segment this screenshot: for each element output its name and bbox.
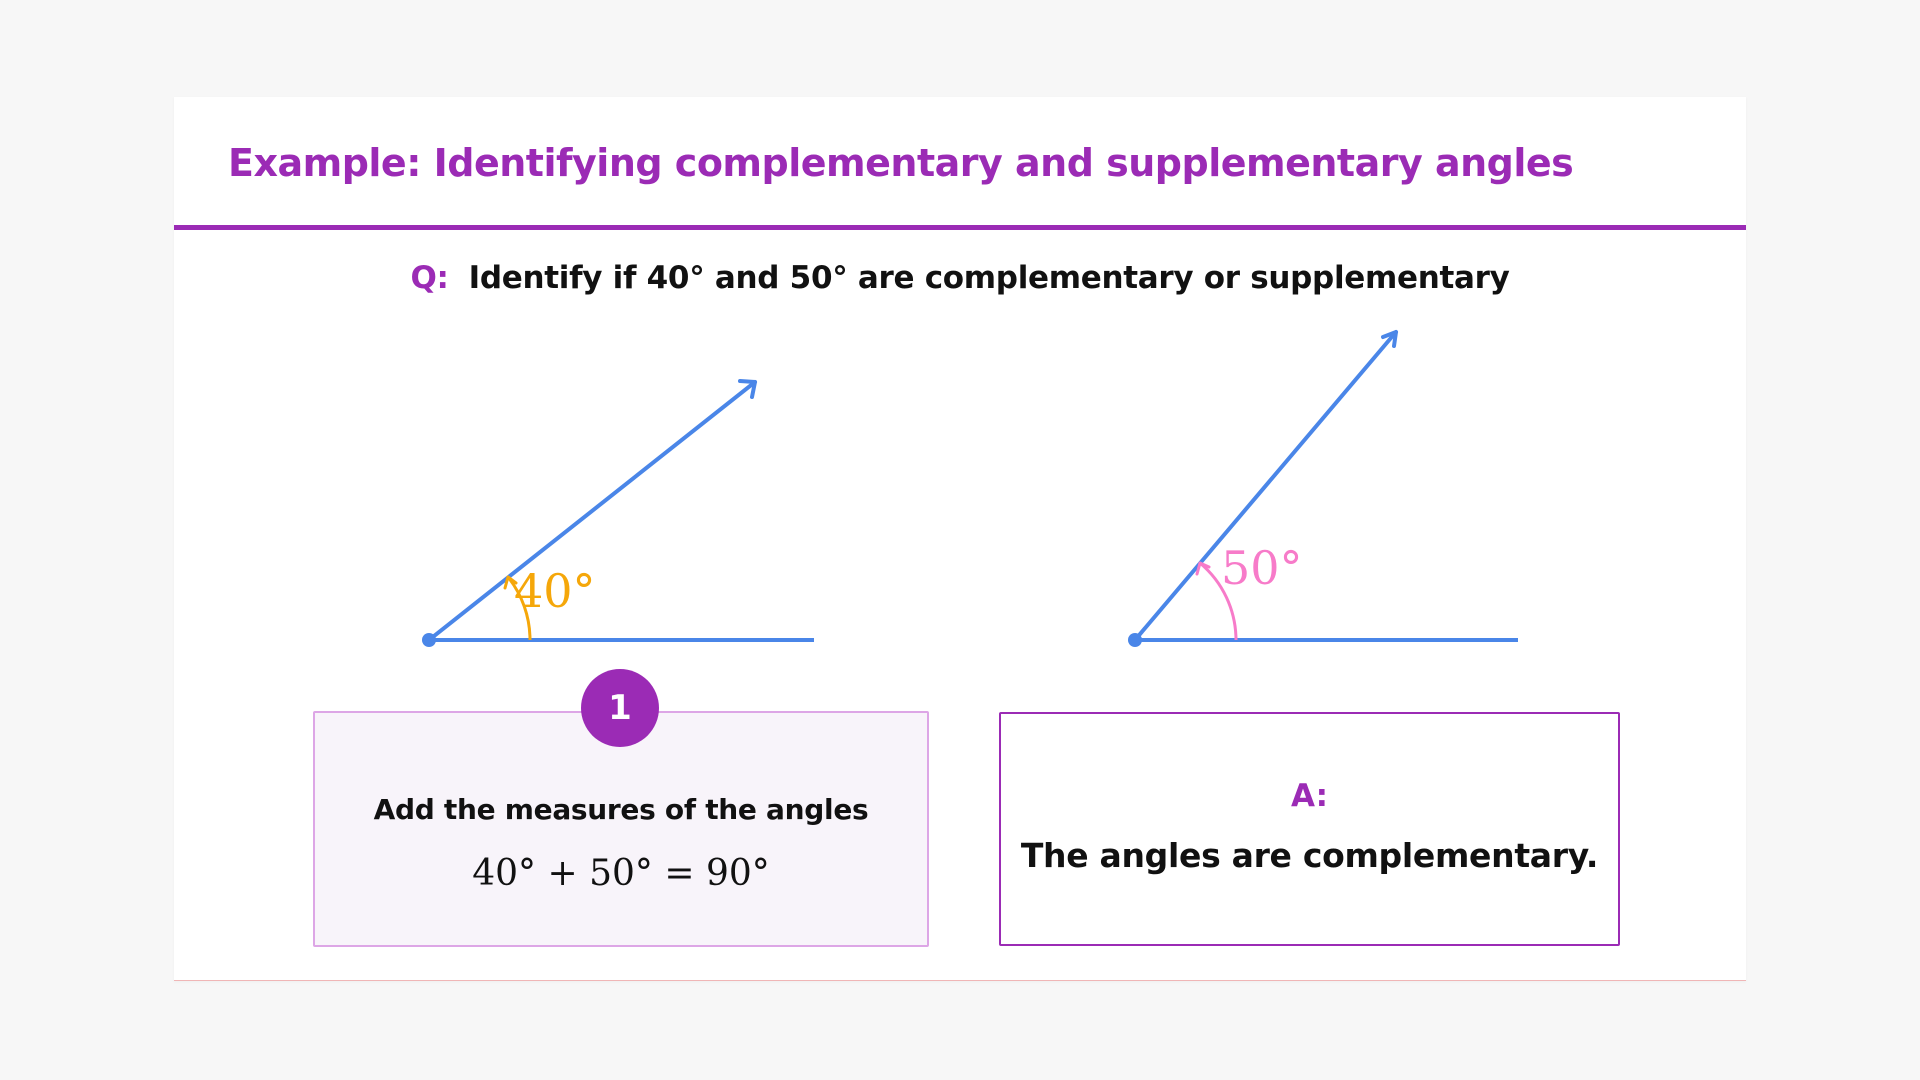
step-text: Add the measures of the angles [373,793,869,826]
answer-label: A: [1291,778,1328,814]
ray-top-arrowhead [738,379,757,399]
answer-box: A: The angles are complementary. [999,712,1620,946]
angle-label-50: 50° [1221,541,1303,595]
angle-diagram-40: 40° [422,379,814,647]
question: Q: Identify if 40° and 50° are complement… [174,260,1746,296]
step-equation: 40° + 50° = 90° [472,853,770,894]
slide-bottom-edge [174,980,1746,981]
angle-diagram-50: 50° [1128,330,1518,647]
angle-arc-arrowhead [503,575,518,590]
question-label: Q: [410,260,449,296]
slide-title: Example: Identifying complementary and s… [228,141,1574,185]
step-box: Add the measures of the angles 40° + 50°… [313,711,929,947]
step-number-badge: 1 [581,669,659,747]
angle-arc-arrowhead [1195,561,1211,576]
ray-top [1133,330,1398,642]
vertex-point [1128,633,1142,647]
angle-arc-40 [506,576,532,641]
ray-top [427,380,757,642]
slide: Example: Identifying complementary and s… [174,97,1746,981]
ray-top-arrowhead [1381,330,1398,348]
question-text: Identify if 40° and 50° are complementar… [468,260,1510,296]
answer-text: The angles are complementary. [1020,836,1599,875]
title-underline [174,225,1746,230]
angle-label-40: 40° [514,564,596,618]
angle-arc-50 [1199,561,1238,641]
vertex-point [422,633,436,647]
